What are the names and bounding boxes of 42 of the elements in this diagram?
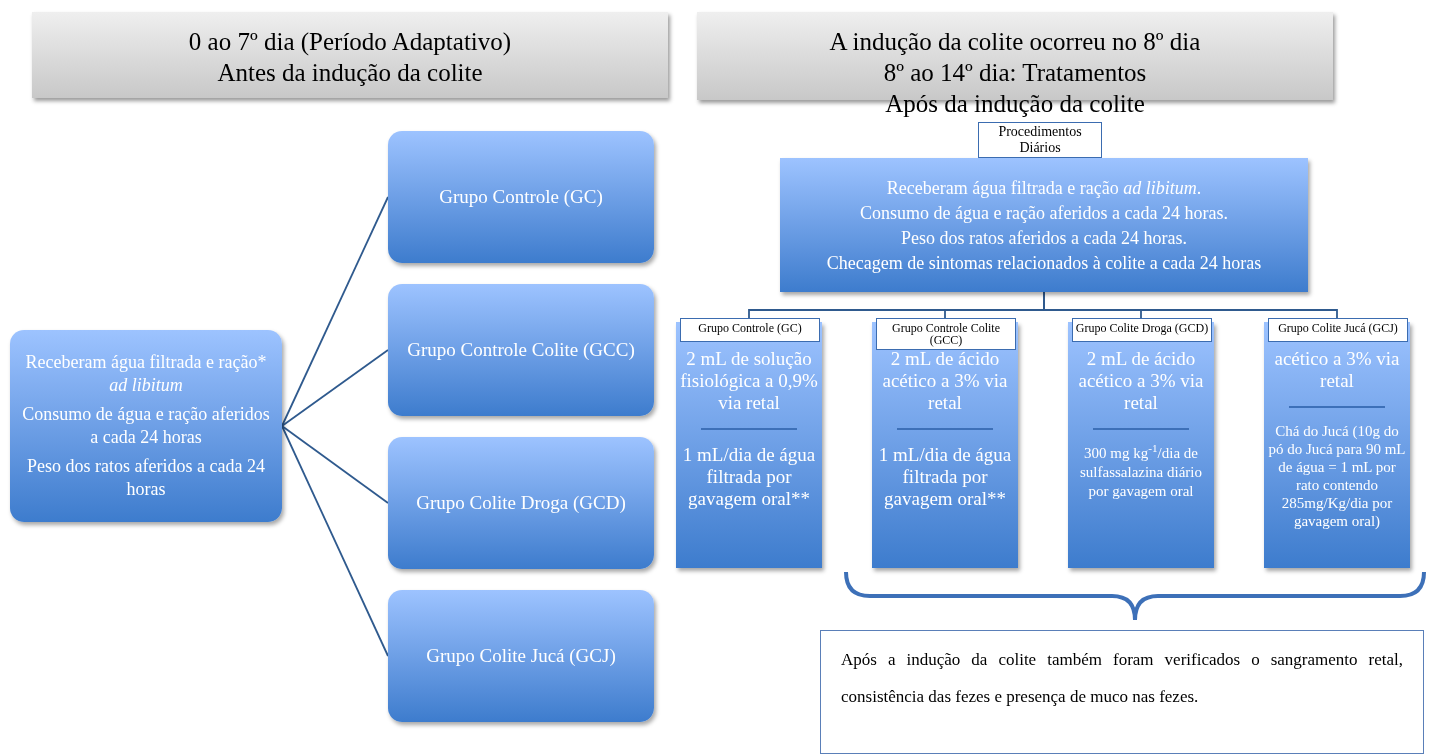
box-text: Grupo Colite Jucá (GCJ)	[426, 644, 616, 668]
group-box	[388, 590, 654, 722]
box-text: Chá do Jucá (10g do pó do Jucá para 90 mL de água = 1 mL por rato contendo 285mg/Kg/dia por gavagem oral)	[1268, 422, 1406, 530]
box-text: Peso dos ratos aferidos a cada 24 horas	[26, 455, 266, 501]
box-text: 1 mL/dia de água filtrada por gavagem oral**	[877, 444, 1013, 510]
connector-line	[281, 425, 389, 657]
box-text: Grupo Controle (GC)	[439, 185, 603, 209]
note-text: Após a indução da colite também foram verificados o sangramento retal, consistência das fezes e presença de muco nas fezes.	[841, 649, 1403, 708]
heading-label: Procedimentos Diários	[978, 122, 1102, 158]
heading-label: Grupo Controle (GC)	[680, 318, 820, 342]
box-text: Grupo Controle Colite (GCC)	[407, 338, 635, 362]
header-banner	[32, 12, 668, 98]
box-text: Receberam água filtrada e ração* ad libitum	[24, 351, 268, 397]
box-text: Checagem de sintomas relacionados à colite a cada 24 horas	[826, 251, 1262, 274]
box-text: 300 mg kg$^{-1}$/dia de sulfassalazina diário por gavagem oral	[1078, 444, 1203, 501]
box-text: Grupo Colite Droga (GCD)	[416, 491, 626, 515]
box-text: Receberam água filtrada e ração ad libitum.	[886, 176, 1202, 199]
heading-label: Grupo Colite Jucá (GCJ)	[1268, 318, 1408, 342]
group-box	[388, 284, 654, 416]
note-box	[820, 630, 1424, 754]
connector-line	[281, 425, 389, 504]
heading-label: Grupo Controle Colite (GCC)	[876, 318, 1016, 350]
connector-line	[281, 349, 389, 427]
header-text: Antes da indução da colite	[217, 58, 483, 88]
header-text: A indução da colite ocorreu no 8º dia	[829, 27, 1201, 57]
box-text: 2 mL de ácido acético a 3% via retal	[1077, 348, 1205, 414]
header-text: 0 ao 7º dia (Período Adaptativo)	[188, 27, 512, 57]
header-text: Após da indução da colite	[885, 89, 1145, 119]
connector-line	[281, 196, 389, 427]
box-text: 2 mL de ácido acético a 3% via retal	[881, 348, 1009, 414]
box-text: Consumo de água e ração aferidos a cada 24 horas	[22, 403, 270, 449]
connector-line	[1043, 291, 1338, 319]
heading-label: Grupo Colite Droga (GCD)	[1072, 318, 1212, 342]
header-text: 8º ao 14º dia: Tratamentos	[883, 58, 1147, 88]
box-text: Peso dos ratos aferidos a cada 24 horas.	[901, 226, 1187, 249]
box-text: 1 mL/dia de água filtrada por gavagem oral**	[681, 444, 817, 510]
box-text: acético a 3% via retal	[1273, 348, 1401, 392]
box-text: Consumo de água e ração aferidos a cada 24 horas.	[860, 201, 1228, 224]
box-text: 2 mL de solução fisiológica a 0,9% via retal	[680, 348, 818, 414]
group-box	[388, 437, 654, 569]
group-box	[388, 131, 654, 263]
process-box	[10, 330, 282, 522]
